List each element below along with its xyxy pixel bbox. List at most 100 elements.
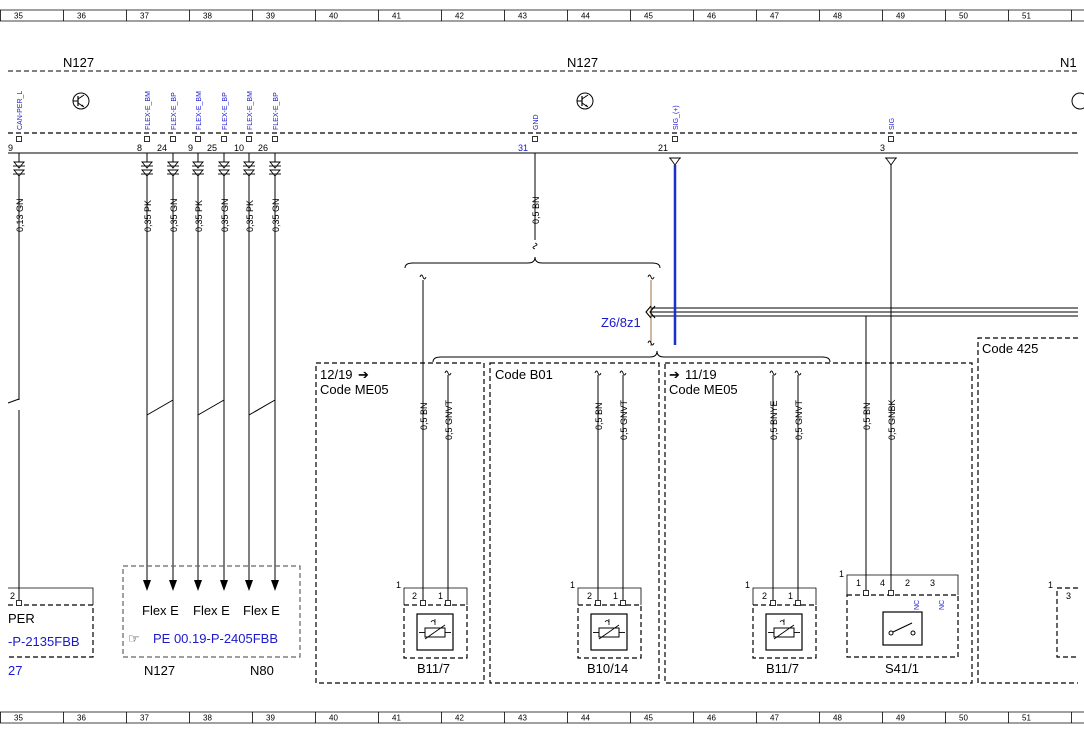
signal-label: SIG_(+) [673, 105, 680, 130]
ruler-column-number: 37 [140, 714, 149, 723]
pin-number: 1 [570, 580, 575, 590]
ruler-column-number: 43 [518, 12, 527, 21]
component-label: B11/7 [417, 661, 450, 676]
wire-label: 0,13 GN [15, 198, 25, 232]
signal-label: FLEX-E_BM [145, 91, 152, 130]
pin-number: 3 [1066, 591, 1071, 601]
component-label: N127 [144, 663, 175, 678]
ruler-column-number: 41 [392, 12, 401, 21]
pin-nc-label: NC [914, 600, 921, 610]
wire-label: 0,5 BN [419, 402, 429, 430]
ruler-column-number: 38 [203, 714, 212, 723]
pin-number: 1 [396, 580, 401, 590]
signal-label: FLEX-E_BP [273, 92, 280, 130]
pin-number: 24 [157, 143, 167, 153]
pin-nc-label: NC [939, 600, 946, 610]
wire-label: 0,5 GNVT [444, 399, 454, 440]
code-label: Code ME05 [669, 382, 738, 397]
transistor-icon [1071, 92, 1084, 110]
ruler-column-number: 45 [644, 12, 653, 21]
signal-label: FLEX-E_BP [171, 92, 178, 130]
module-label-n127-left: N127 [63, 55, 94, 70]
sensor-b10-14 [577, 587, 642, 659]
switch-s41-1 [846, 574, 959, 658]
component-label: PER [8, 611, 35, 626]
module-label-n1-right: N1 [1060, 55, 1077, 70]
ruler-column-number: 45 [644, 714, 653, 723]
pin-number: 1 [745, 580, 750, 590]
pin-number: 1 [1048, 580, 1053, 590]
component-ref-link[interactable]: 27 [8, 663, 22, 678]
pin-number: 2 [762, 591, 767, 601]
pointing-hand-icon: ☞ [128, 631, 140, 646]
ruler-column-number: 38 [203, 12, 212, 21]
pin-number: 25 [207, 143, 217, 153]
ruler-column-number: 43 [518, 714, 527, 723]
ruler-column-number: 39 [266, 714, 275, 723]
wire-label: 0,35 GN [220, 198, 230, 232]
ruler-column-number: 48 [833, 12, 842, 21]
ruler-column-number: 37 [140, 12, 149, 21]
code-label: Code B01 [495, 367, 553, 382]
wire-label: 0,5 BNYE [769, 400, 779, 440]
transistor-icon [72, 92, 90, 110]
ruler-column-number: 44 [581, 12, 590, 21]
pin-number: 2 [412, 591, 417, 601]
pin-number: 9 [8, 143, 13, 153]
pin-number: 10 [234, 143, 244, 153]
flex-e-label: Flex E [142, 603, 179, 618]
pin-number: 3 [880, 143, 885, 153]
wire-label: 0,35 PK [245, 200, 255, 232]
splice-label: Z6/8z1 [601, 315, 641, 330]
ruler-column-number: 36 [77, 12, 86, 21]
pin-number: 2 [587, 591, 592, 601]
ruler-column-number: 48 [833, 714, 842, 723]
component-ref-link[interactable]: -P-2135FBB [8, 634, 80, 649]
signal-label: GND [533, 114, 540, 130]
ruler-column-number: 50 [959, 714, 968, 723]
code-ref: 12/19 [320, 367, 353, 382]
pe-ref-link[interactable]: PE 00.19-P-2405FBB [153, 631, 278, 646]
pin-number: 1 [438, 591, 443, 601]
code-label: Code 425 [982, 341, 1038, 356]
ruler-column-number: 46 [707, 12, 716, 21]
ref-arrow-icon: ➔ [669, 367, 680, 382]
ruler-column-number: 50 [959, 12, 968, 21]
ref-arrow-icon: ➔ [358, 367, 369, 382]
flex-e-label: Flex E [243, 603, 280, 618]
ruler-column-number: 49 [896, 12, 905, 21]
wire-label: 0,5 GNVT [794, 399, 804, 440]
ruler-column-number: 35 [14, 12, 23, 21]
ruler-column-number: 44 [581, 714, 590, 723]
wire-label: 0,5 GNBK [887, 399, 897, 440]
pin-number: 8 [137, 143, 142, 153]
component-flex-e [122, 565, 301, 658]
signal-label: FLEX-E_BM [196, 91, 203, 130]
code-label: Code ME05 [320, 382, 389, 397]
module-label-n127-center: N127 [567, 55, 598, 70]
component-label: B11/7 [766, 661, 799, 676]
signal-label: FLEX-E_BM [247, 91, 254, 130]
ruler-column-number: 47 [770, 12, 779, 21]
component-label: S41/1 [885, 661, 919, 676]
pin-number: 31 [518, 143, 528, 153]
pin-number: 3 [930, 578, 935, 588]
wire-label: 0,35 PK [143, 200, 153, 232]
ruler-column-number: 42 [455, 12, 464, 21]
ruler-column-number: 40 [329, 714, 338, 723]
wire-label: 0,35 GN [169, 198, 179, 232]
pin-number: 9 [188, 143, 193, 153]
wire-label: 0,5 GNVT [619, 399, 629, 440]
pin-number: 2 [10, 591, 15, 601]
sensor-b11-7-b [752, 587, 817, 659]
ruler-column-number: 36 [77, 714, 86, 723]
component-label: N80 [250, 663, 274, 678]
signal-label: SIG [889, 118, 896, 130]
flex-e-label: Flex E [193, 603, 230, 618]
pin-number: 1 [856, 578, 861, 588]
wire-label: 0,35 PK [194, 200, 204, 232]
wire-label: 0,5 BN [531, 196, 541, 224]
ruler-column-number: 42 [455, 714, 464, 723]
ruler-column-number: 39 [266, 12, 275, 21]
component-per [8, 587, 94, 658]
